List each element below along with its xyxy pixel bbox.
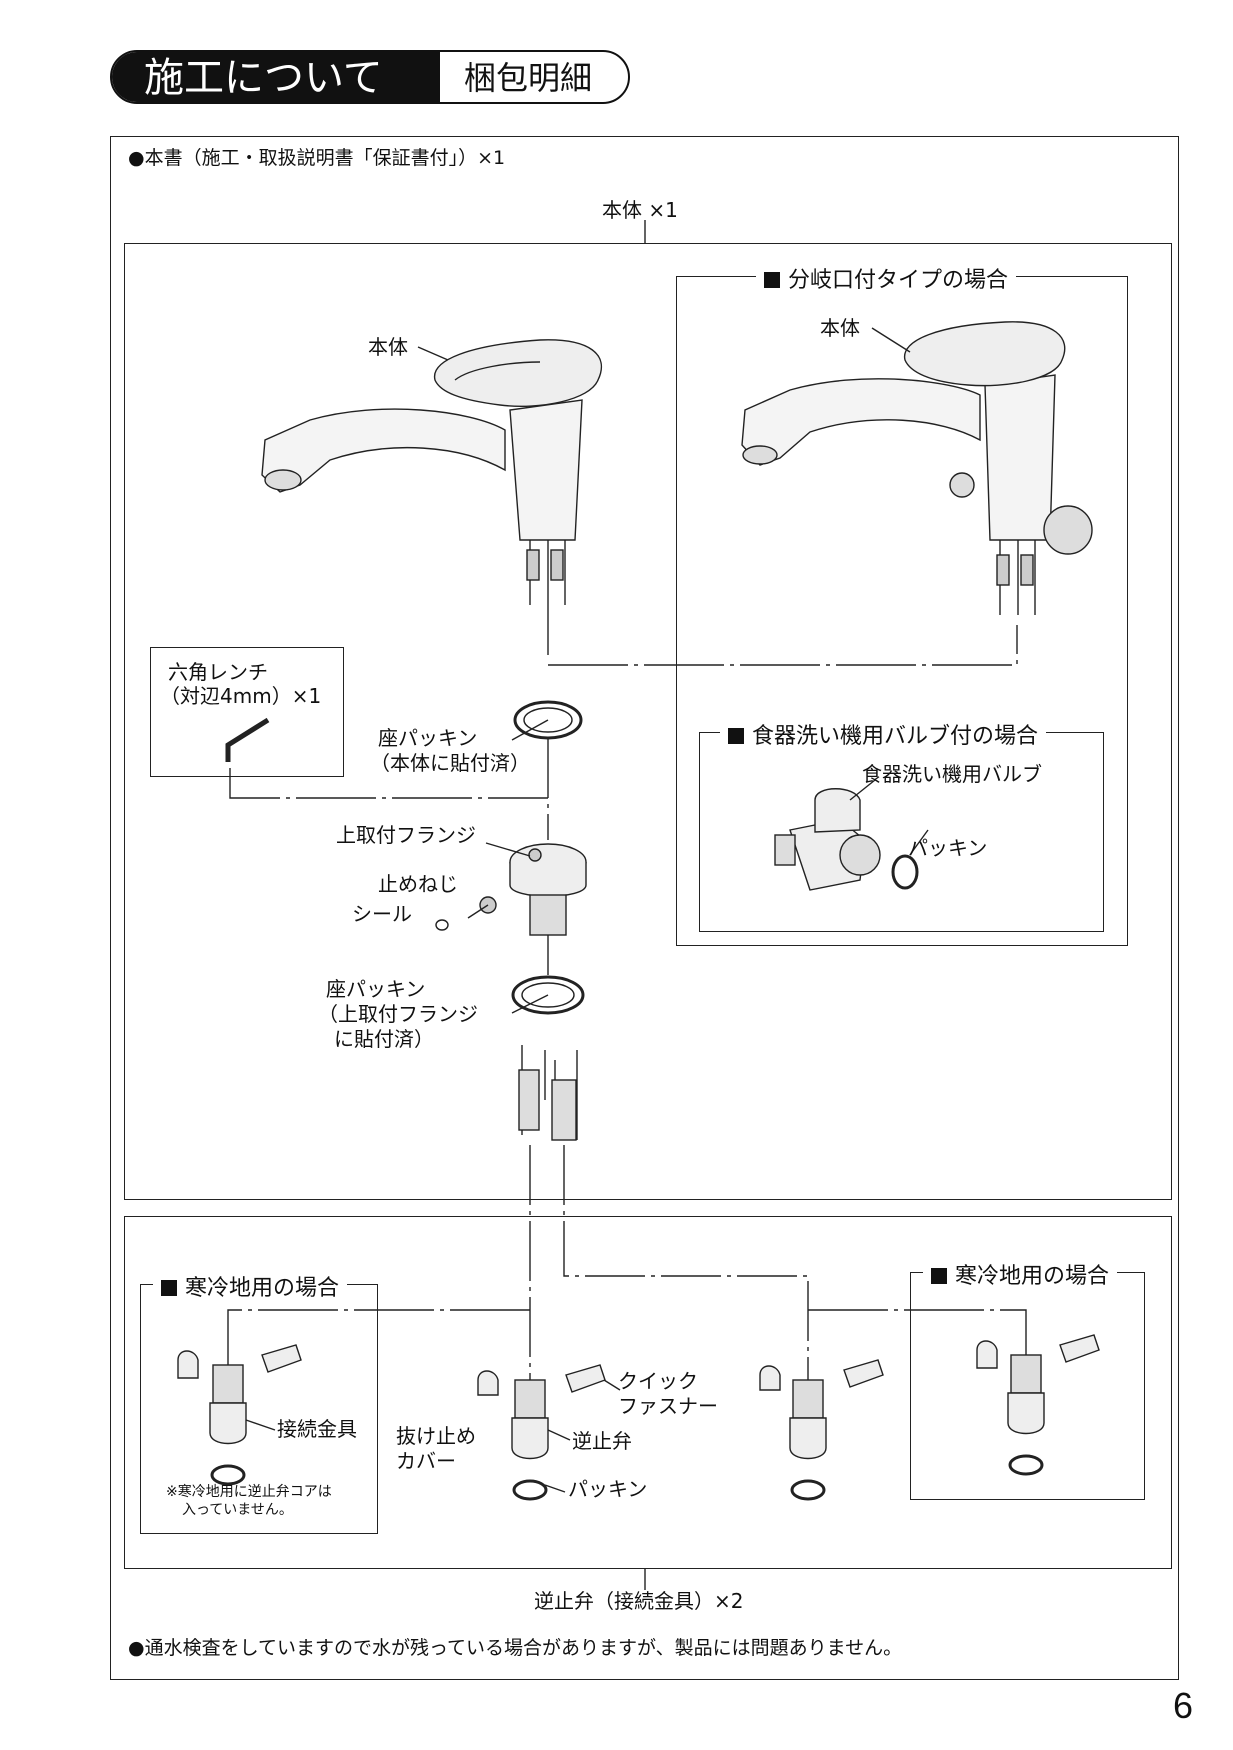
retainer-cover-label-2: カバー <box>396 1449 456 1473</box>
quick-fastener-label-1: クイック <box>618 1369 698 1393</box>
flange-packing-label: 座パッキン <box>326 977 426 1001</box>
upper-flange-illustration <box>509 843 587 936</box>
contents-frame <box>110 136 1179 1680</box>
retainer-cover-label-1: 抜け止め <box>396 1424 476 1448</box>
check-valve-packing-label: パッキン <box>568 1477 648 1501</box>
cold-region-left-legend: 寒冷地用の場合 <box>153 1270 348 1302</box>
cold-note-2: 入っていません。 <box>182 1502 293 1518</box>
page-number: 6 <box>1172 1685 1193 1726</box>
check-valve-illustration <box>477 1364 606 1501</box>
faucet-main-illustration <box>261 339 603 605</box>
check-valve-title: 逆止弁（接続金具）×2 <box>534 1589 744 1613</box>
seal-label: シール <box>352 902 412 926</box>
hex-wrench-size: （対辺4mm）×1 <box>160 684 322 708</box>
section-title: 施工について <box>112 52 440 102</box>
seat-packing-label: 座パッキン <box>378 726 478 750</box>
faucet-branch-illustration <box>741 321 1093 615</box>
square-bullet-icon <box>728 728 744 744</box>
flange-packing-note-1: （上取付フランジ <box>318 1002 478 1026</box>
quick-fastener-label-2: ファスナー <box>618 1394 718 1418</box>
dishwasher-valve-label: 食器洗い機用バルブ <box>862 762 1042 786</box>
check-valve-frame <box>124 1216 1172 1569</box>
fitting-label: 接続金具 <box>277 1417 357 1441</box>
dishwasher-type-legend: 食器洗い機用バルブ付の場合 <box>720 718 1047 750</box>
dishwasher-packing-label: パッキン <box>908 836 988 860</box>
hex-wrench-frame <box>150 647 344 777</box>
body-label: 本体 <box>368 335 408 359</box>
square-bullet-icon <box>764 272 780 288</box>
dishwasher-valve-illustration <box>774 788 919 891</box>
manual-note: ●本書（施工・取扱説明書「保証書付」）×1 <box>128 147 506 169</box>
main-unit-frame <box>124 243 1172 1200</box>
subsection-title: 梱包明細 <box>464 59 593 97</box>
hex-wrench-title: 六角レンチ <box>168 660 268 684</box>
water-note: ●通水検査をしていますので水が残っている場合がありますが、製品には問題ありません… <box>128 1637 903 1659</box>
cold-note-1: ※寒冷地用に逆止弁コアは <box>166 1484 332 1500</box>
cold-region-right-legend: 寒冷地用の場合 <box>923 1258 1118 1290</box>
main-unit-title: 本体 ×1 <box>602 198 678 222</box>
seat-packing-note: （本体に貼付済） <box>370 751 530 775</box>
set-screw-label: 止めねじ <box>378 872 458 896</box>
square-bullet-icon <box>931 1268 947 1284</box>
square-bullet-icon <box>161 1280 177 1296</box>
upper-flange-label: 上取付フランジ <box>336 823 476 847</box>
section-header: 施工について 梱包明細 <box>110 50 630 104</box>
branch-type-legend: 分岐口付タイプの場合 <box>756 262 1017 294</box>
branch-body-label: 本体 <box>820 316 860 340</box>
flange-packing-note-2: に貼付済） <box>334 1027 434 1051</box>
check-valve-label: 逆止弁 <box>572 1429 632 1453</box>
